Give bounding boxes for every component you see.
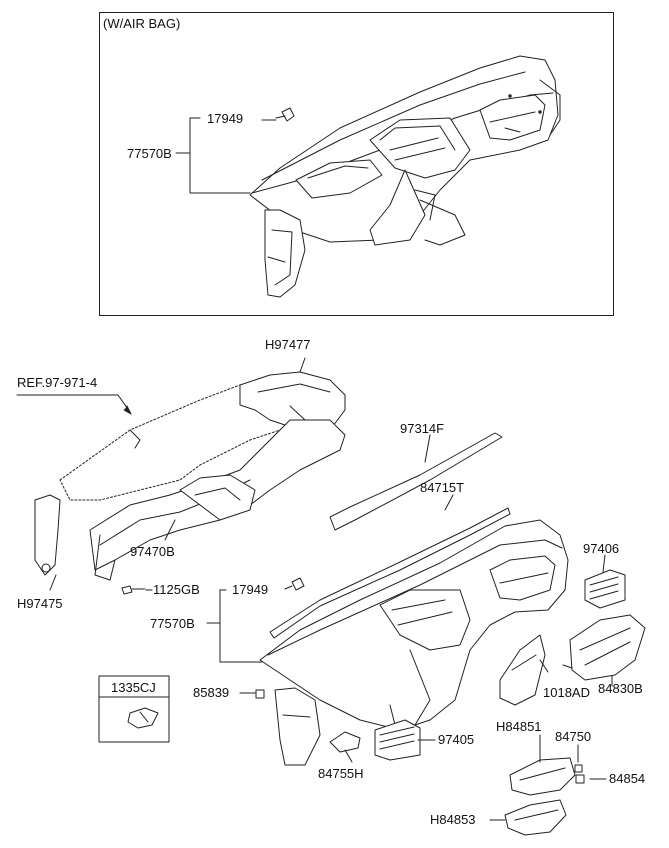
label-lower-bolt: 17949 <box>232 582 269 597</box>
label-ref: REF.97-971-4 <box>17 375 98 390</box>
label-duct-left: H97475 <box>17 596 63 611</box>
label-bracket: 84755H <box>318 766 364 781</box>
label-screw-right: 1018AD <box>543 685 590 700</box>
label-shroud-clip: 84750 <box>555 729 592 744</box>
label-screw: 1125GB <box>153 582 200 597</box>
label-lower-dash: 77570B <box>150 616 195 631</box>
legend-drawing <box>98 675 170 743</box>
dashboard-lower-drawing <box>255 432 646 836</box>
label-vent-right: 97406 <box>583 541 620 556</box>
label-strip-upper: 97314F <box>400 421 445 436</box>
dashboard-top-drawing <box>249 55 561 298</box>
label-shroud-nut: 84854 <box>609 771 646 786</box>
label-duct-main: 97470B <box>130 544 175 559</box>
label-top-bolt: 17949 <box>207 111 244 126</box>
label-clip: 85839 <box>193 685 230 700</box>
label-vent-center: 97405 <box>438 732 475 747</box>
label-cover-right: 84830B <box>598 681 643 696</box>
airbag-variant-frame <box>99 12 614 316</box>
label-shroud-lower: H84853 <box>430 812 476 827</box>
legend-part-number: 1335CJ <box>111 680 156 695</box>
label-duct-top: H97477 <box>265 337 311 352</box>
top-leaders <box>175 117 277 194</box>
label-strip-lower: 84715T <box>420 480 465 495</box>
label-top-dash: 77570B <box>127 146 172 161</box>
airbag-caption: (W/AIR BAG) <box>103 16 181 31</box>
label-shroud-upper: H84851 <box>496 719 542 734</box>
ref-arrow <box>16 394 132 415</box>
duct-assembly-drawing <box>34 371 346 595</box>
lower-leaders <box>49 357 613 821</box>
